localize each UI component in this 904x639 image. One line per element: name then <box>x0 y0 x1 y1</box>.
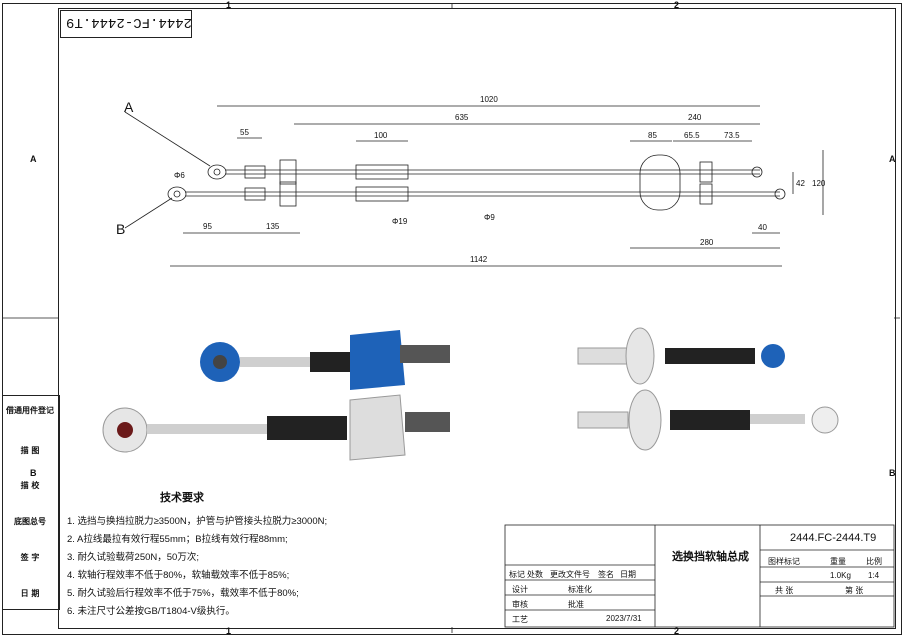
title-block-weight: 1.0Kg <box>830 571 851 580</box>
dim-phi19: Φ19 <box>392 217 408 226</box>
zone-top-2: 2 <box>674 0 680 10</box>
dim-phi9: Φ9 <box>484 213 495 222</box>
render-end-a-blue <box>200 330 450 390</box>
zone-left-a: A <box>30 154 37 164</box>
title-block-code: 2444.FC-2444.T9 <box>790 532 877 544</box>
tb-label-stage: 图样标记 <box>768 557 800 566</box>
tb-label-approve: 批准 <box>568 600 584 609</box>
tb-label-weight: 重量 <box>830 557 846 566</box>
dim-42: 42 <box>796 179 805 188</box>
side-cell-1: 借通用件登记 <box>6 406 54 415</box>
dim-1020: 1020 <box>480 95 498 104</box>
dim-95: 95 <box>203 222 212 231</box>
zone-right-b: B <box>889 468 896 478</box>
tb-label-design: 设计 <box>512 585 528 594</box>
tb-label-sheet: 共 张 <box>775 586 794 595</box>
side-cell-4: 底图总号 <box>14 517 46 526</box>
mirrored-code-box <box>60 10 192 38</box>
title-block-scale: 1:4 <box>868 571 880 580</box>
dim-100: 100 <box>374 131 388 140</box>
dim-phi6: Φ6 <box>174 171 185 180</box>
dim-280: 280 <box>700 238 714 247</box>
dim-85: 85 <box>648 131 657 140</box>
tb-label-zone: 更改文件号 <box>550 570 590 579</box>
dim-135: 135 <box>266 222 280 231</box>
callout-a: A <box>124 99 134 115</box>
side-cell-2: 描 图 <box>20 446 40 455</box>
requirement-6: 6. 未注尺寸公差按GB/T1804-V级执行。 <box>67 606 235 617</box>
tb-label-scale: 比例 <box>866 557 882 566</box>
zone-left-b: B <box>30 468 37 478</box>
side-cell-5: 签 字 <box>20 553 40 562</box>
tb-label-qty: 处数 <box>527 570 543 579</box>
requirements-title: 技术要求 <box>160 491 204 504</box>
zone-bottom-1: 1 <box>226 626 232 636</box>
requirement-4: 4. 软轴行程效率不低于80%，软轴载效率不低于85%; <box>67 570 290 581</box>
dim-240: 240 <box>688 113 702 122</box>
tb-label-process: 工艺 <box>512 615 528 624</box>
render-end-d-white <box>577 389 839 451</box>
zone-right-a: A <box>889 154 896 164</box>
tb-label-date: 日期 <box>620 570 636 579</box>
zone-top-1: 1 <box>226 0 232 10</box>
requirement-5: 5. 耐久试验后行程效率不低于75%，载效率不低于80%; <box>67 588 299 599</box>
zone-bottom-2: 2 <box>674 626 680 636</box>
tb-label-sign: 签名 <box>598 570 614 579</box>
dim-1142: 1142 <box>470 255 488 264</box>
tb-label-check: 审核 <box>512 600 528 609</box>
title-block-name: 选换挡软轴总成 <box>672 551 749 563</box>
dim-40: 40 <box>758 223 767 232</box>
side-table <box>2 395 60 610</box>
render-end-b-white <box>102 394 450 461</box>
inner-border <box>58 8 896 629</box>
side-cell-3: 描 校 <box>20 481 40 490</box>
dim-635: 635 <box>455 113 469 122</box>
dim-120: 120 <box>812 179 826 188</box>
requirement-2: 2. A拉线最拉有效行程55mm；B拉线有效行程88mm; <box>67 534 288 545</box>
callout-b: B <box>116 221 125 237</box>
tb-label-sheet2: 第 张 <box>845 586 864 595</box>
dim-65-5: 65.5 <box>684 131 700 140</box>
tb-label-mark: 标记 <box>509 570 525 579</box>
tb-label-std: 标准化 <box>568 585 592 594</box>
requirement-3: 3. 耐久试验载荷250N，50万次; <box>67 552 199 563</box>
render-end-c-blue <box>577 327 785 385</box>
side-cell-6: 日 期 <box>20 589 40 598</box>
dim-55: 55 <box>240 128 249 137</box>
requirement-1: 1. 选挡与换挡拉脱力≥3500N，护管与护管接头拉脱力≥3000N; <box>67 516 328 527</box>
title-block-date: 2023/7/31 <box>606 614 642 623</box>
dim-73-5: 73.5 <box>724 131 740 140</box>
